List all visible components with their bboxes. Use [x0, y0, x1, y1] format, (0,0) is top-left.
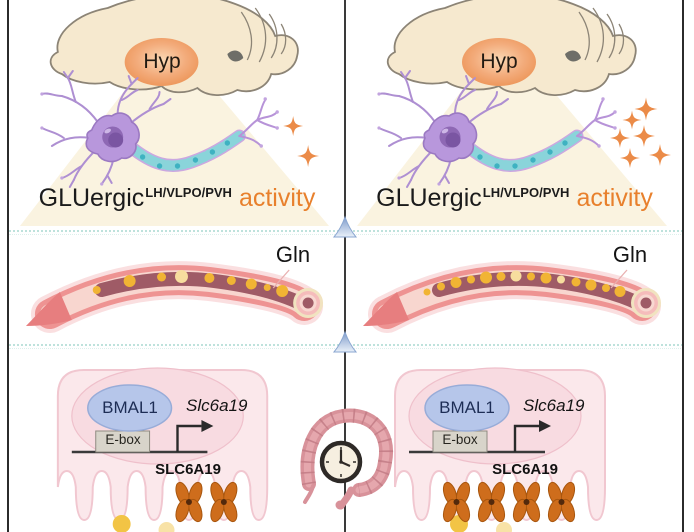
- gluergic-suffix: activity: [576, 184, 653, 212]
- up-arrow-icon: [333, 216, 357, 238]
- panel-left: Hyp GLUergic LH/VLPO/PVH activity Gln BM…: [10, 0, 344, 532]
- transporter-icons: [172, 480, 240, 524]
- gln-molecule-icons: [92, 270, 289, 297]
- bmal1-label: BMAL1: [439, 398, 495, 417]
- gluergic-base: GLUergic: [376, 184, 482, 212]
- gluergic-activity-label: GLUergic LH/VLPO/PVH activity: [10, 184, 344, 213]
- slc6a19-gene-label: Slc6a19: [186, 396, 248, 415]
- blood-section-left: Gln: [10, 230, 344, 344]
- transporter-icons: [440, 480, 578, 524]
- blood-section-right: Gln: [347, 230, 682, 344]
- hyp-label: Hyp: [480, 50, 518, 73]
- brain-section-right: Hyp GLUergic LH/VLPO/PVH activity: [347, 0, 682, 230]
- gln-label: Gln: [275, 242, 311, 267]
- gluergic-activity-label: GLUergic LH/VLPO/PVH activity: [347, 184, 682, 213]
- gln-label: Gln: [612, 242, 648, 267]
- gut-clock-icon: [293, 404, 401, 510]
- gluergic-superscript: LH/VLPO/PVH: [482, 185, 570, 200]
- bmal1-label: BMAL1: [102, 398, 158, 417]
- gut-section-left: BMAL1 E-box Slc6a19 SLC6A19: [10, 344, 344, 532]
- brain-section-left: Hyp GLUergic LH/VLPO/PVH activity: [10, 0, 344, 230]
- slc6a19-protein-label: SLC6A19: [155, 461, 221, 478]
- gluergic-suffix: activity: [238, 184, 316, 212]
- gluergic-superscript: LH/VLPO/PVH: [145, 185, 232, 200]
- sparkle-cluster-icon: [283, 116, 320, 167]
- slc6a19-protein-label: SLC6A19: [492, 461, 558, 478]
- slc6a19-gene-label: Slc6a19: [523, 396, 585, 415]
- panel-right: Hyp GLUergic LH/VLPO/PVH activity Gln BM…: [347, 0, 682, 532]
- blood-vessel-illustration: [347, 230, 682, 344]
- sparkle-cluster-icon: [610, 97, 671, 168]
- frame-border-right: [682, 0, 684, 532]
- up-arrow-icon: [333, 331, 357, 353]
- hyp-label: Hyp: [143, 50, 181, 73]
- gln-molecule-icons: [423, 270, 626, 297]
- frame-border-left: [7, 0, 9, 532]
- ebox-label: E-box: [105, 432, 141, 447]
- gut-section-right: BMAL1 E-box Slc6a19 SLC6A19: [347, 344, 682, 532]
- blood-vessel-illustration: [10, 230, 344, 344]
- panel-divider-line: [344, 0, 346, 532]
- ebox-label: E-box: [442, 432, 478, 447]
- gluergic-base: GLUergic: [38, 184, 145, 212]
